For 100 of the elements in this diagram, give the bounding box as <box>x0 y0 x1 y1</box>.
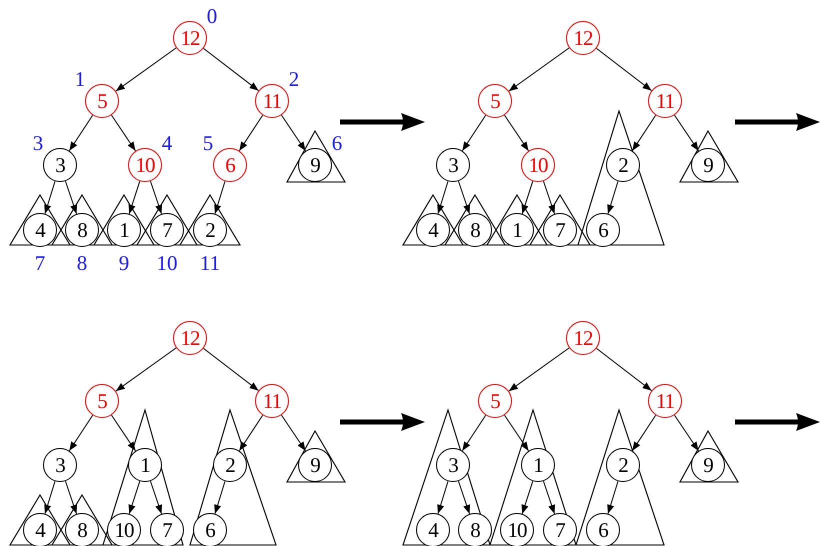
arrow <box>462 414 486 452</box>
index-label: 8 <box>76 252 88 274</box>
heap-node-circle: 9 <box>691 448 725 482</box>
heap-node-circle: 3 <box>436 148 470 182</box>
arrow <box>128 180 140 214</box>
arrow <box>44 480 56 514</box>
arrow <box>150 180 162 214</box>
arrow <box>44 180 56 214</box>
arrow <box>437 180 448 214</box>
heap-node-circle: 2 <box>193 213 227 247</box>
heap-node-circle: 8 <box>65 513 99 546</box>
arrow <box>462 114 486 152</box>
index-label: 2 <box>288 68 300 90</box>
heap-node-circle: 10 <box>521 148 555 182</box>
heap-node-circle: 12 <box>566 321 600 355</box>
arrow <box>68 114 94 152</box>
arrow <box>596 348 652 392</box>
arrow <box>280 414 306 452</box>
arrow <box>238 414 264 452</box>
heap-node-circle: 3 <box>43 148 77 182</box>
arrow <box>110 414 136 452</box>
heap-node-circle: 12 <box>173 21 207 55</box>
heap-node-circle: 8 <box>65 213 99 247</box>
index-label: 3 <box>32 132 44 154</box>
heap-node-circle: 6 <box>213 148 247 182</box>
index-label: 1 <box>74 68 86 90</box>
arrow <box>508 347 570 392</box>
arrow <box>504 114 530 152</box>
heap-node-circle: 2 <box>213 448 247 482</box>
arrow <box>280 114 306 152</box>
heap-node-circle: 2 <box>606 448 640 482</box>
index-label: 4 <box>162 132 172 154</box>
arrow <box>607 180 618 214</box>
heap-node-circle: 5 <box>85 384 119 418</box>
heap-node-circle: 12 <box>173 321 207 355</box>
heap-node-circle: 2 <box>606 148 640 182</box>
arrow <box>458 180 470 214</box>
heap-node-circle: 11 <box>648 84 682 118</box>
index-label: 5 <box>202 132 214 154</box>
arrow <box>437 480 448 514</box>
heap-node-circle: 3 <box>436 448 470 482</box>
index-label: 0 <box>206 6 218 26</box>
heap-node-circle: 11 <box>648 384 682 418</box>
index-label: 9 <box>118 252 130 274</box>
arrow <box>150 480 162 514</box>
heap-node-circle: 4 <box>416 213 450 247</box>
heap-node-circle: 1 <box>521 448 555 482</box>
arrow <box>522 480 534 514</box>
heap-node-circle: 10 <box>128 148 162 182</box>
index-label: 6 <box>332 132 342 154</box>
heap-node-circle: 5 <box>478 384 512 418</box>
arrow <box>504 414 530 452</box>
heap-node-circle: 11 <box>255 384 289 418</box>
heap-node-circle: 5 <box>85 84 119 118</box>
heap-node-circle: 4 <box>23 213 57 247</box>
arrow <box>64 180 78 214</box>
arrow <box>596 48 652 92</box>
arrow <box>110 114 136 152</box>
heap-node-circle: 1 <box>128 448 162 482</box>
heap-node-circle: 4 <box>416 513 450 546</box>
heap-node-circle: 9 <box>298 448 332 482</box>
arrow <box>632 114 656 152</box>
heap-node-circle: 6 <box>193 513 227 546</box>
heap-node-circle: 9 <box>691 148 725 182</box>
heap-node-circle: 4 <box>23 513 57 546</box>
arrow <box>68 414 94 452</box>
heap-node-circle: 5 <box>478 84 512 118</box>
heap-node-circle: 7 <box>150 513 184 546</box>
heap-node-circle: 10 <box>500 513 534 546</box>
heap-node-circle: 7 <box>543 213 577 247</box>
arrow <box>115 347 177 392</box>
heap-node-circle: 1 <box>500 213 534 247</box>
heap-node-circle: 12 <box>566 21 600 55</box>
heap-node-circle: 1 <box>107 213 141 247</box>
heap-node-circle: 7 <box>543 513 577 546</box>
arrow <box>542 480 556 514</box>
heap-node-circle: 10 <box>107 513 141 546</box>
arrow <box>128 480 140 514</box>
arrow <box>202 348 260 392</box>
heap-node-circle: 6 <box>586 213 620 247</box>
arrow <box>202 48 260 92</box>
index-label: 11 <box>200 252 220 274</box>
arrow <box>674 414 700 452</box>
heap-node-circle: 7 <box>150 213 184 247</box>
arrow <box>607 480 618 514</box>
arrow <box>64 480 78 514</box>
heap-node-circle: 8 <box>458 513 492 546</box>
arrow <box>508 47 570 92</box>
arrow <box>632 414 656 452</box>
index-label: 7 <box>34 252 46 274</box>
arrow <box>214 180 226 214</box>
arrow <box>522 180 534 214</box>
arrow <box>674 114 700 152</box>
heap-node-circle: 8 <box>458 213 492 247</box>
index-label: 10 <box>156 252 178 274</box>
heap-node-circle: 6 <box>586 513 620 546</box>
arrow <box>238 114 264 152</box>
heap-node-circle: 9 <box>298 148 332 182</box>
arrow <box>214 480 226 514</box>
arrow <box>458 480 470 514</box>
